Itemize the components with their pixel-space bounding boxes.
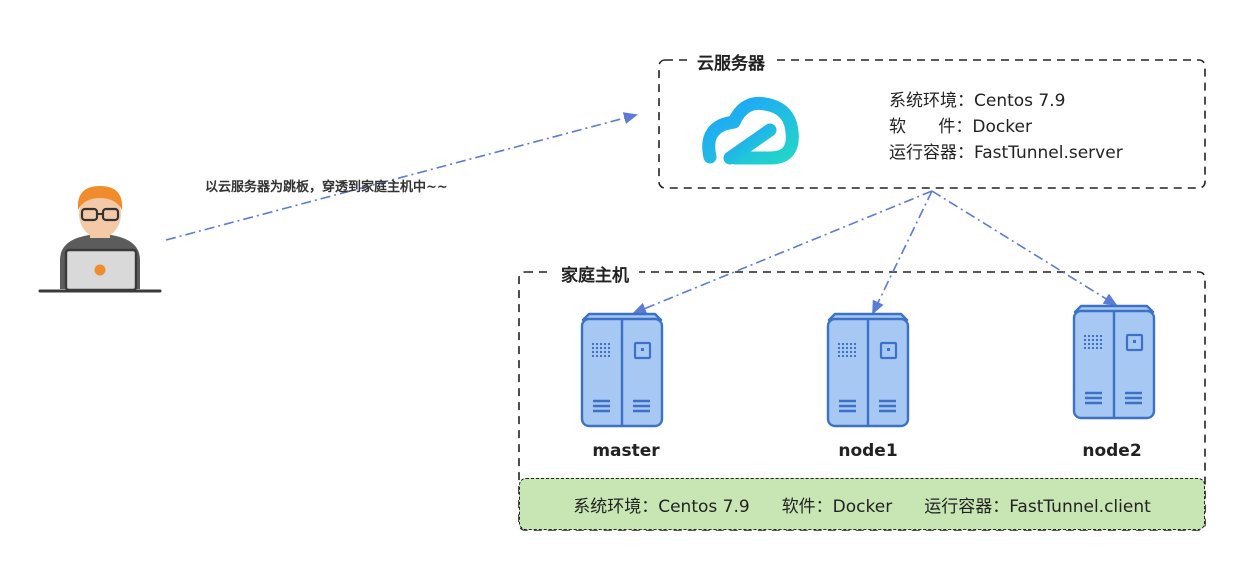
node-label-node1: node1: [838, 441, 898, 461]
home-host-env-os: 系统环境：Centos 7.9: [573, 496, 750, 517]
cloud-server-os: 系统环境：Centos 7.9: [889, 91, 1066, 111]
server-node2-icon: [1072, 304, 1156, 420]
home-host-env-software: 软件：Docker: [781, 496, 893, 517]
server-node1-icon: [826, 312, 910, 428]
cloud-server-container: 运行容器：FastTunnel.server: [889, 143, 1123, 163]
tunnel-caption: 以云服务器为跳板，穿透到家庭主机中~~: [205, 180, 448, 195]
arrow-cloud-to-node2: [931, 190, 1118, 307]
cloud-server-title: 云服务器: [687, 49, 775, 74]
node-label-node2: node2: [1082, 441, 1142, 461]
arrow-cloud-to-node1: [872, 190, 933, 315]
tencent-cloud-logo-icon: [702, 96, 799, 165]
home-host-title: 家庭主机: [551, 261, 639, 286]
cloud-server-box: [658, 59, 1206, 189]
connection-arrows: [165, 112, 1118, 315]
user-laptop-icon: [38, 186, 162, 293]
node-label-master: master: [592, 441, 660, 461]
cloud-server-info: 系统环境：Centos 7.9 软 件：Docker 运行容器：FastTunn…: [889, 88, 1123, 166]
home-host-env-bar: 系统环境：Centos 7.9 软件：Docker 运行容器：FastTunne…: [519, 478, 1205, 530]
arrow-user-to-cloud: [165, 112, 638, 241]
home-host-box: [518, 271, 1206, 531]
home-host-env-container: 运行容器：FastTunnel.client: [924, 496, 1151, 517]
arrow-cloud-to-master: [632, 190, 933, 315]
cloud-server-software: 软 件：Docker: [889, 117, 1032, 137]
server-master-icon: [580, 312, 664, 428]
